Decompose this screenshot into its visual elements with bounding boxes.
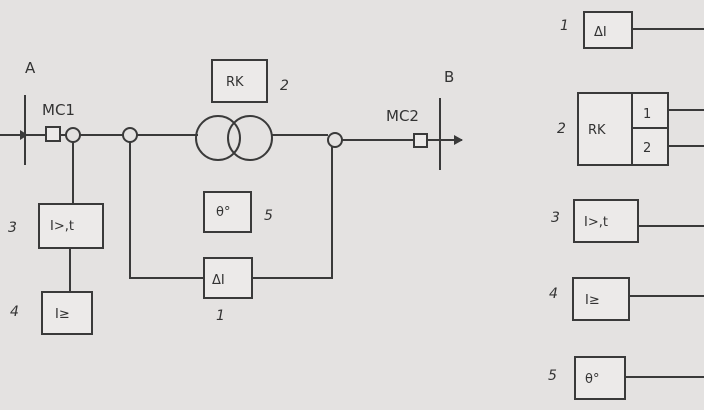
legend-device-3: I>,t: [584, 215, 608, 230]
power-transformer-secondary: [227, 115, 273, 161]
legend-number-4: 4: [549, 286, 558, 302]
thermal-relay-label: θ°: [216, 205, 230, 220]
arrow-icon: [454, 135, 463, 145]
legend-box-thermal: [574, 356, 626, 400]
differential-wire-right: [252, 147, 333, 279]
breaker-mc2: [413, 133, 428, 148]
rk-relay-box: [211, 59, 268, 103]
device-legend: 1 ΔI 2 RK 1 2 3 I>,t 4 I≥ 5 θ°: [548, 11, 704, 400]
legend-box-differential: [583, 11, 633, 49]
arrow-icon: [20, 130, 28, 140]
overcurrent-relay-box: [41, 291, 93, 335]
breaker-mc1: [45, 126, 61, 142]
bus-b-label: B: [444, 68, 454, 86]
device-number-3: 3: [8, 220, 17, 236]
breaker-mc1-label: MC1: [42, 101, 75, 119]
legend-device-2: RK: [588, 123, 606, 138]
device-number-5: 5: [264, 208, 273, 224]
power-transformer-primary: [195, 115, 241, 161]
overcurrent-time-relay-box: [38, 203, 104, 249]
differential-relay-label: ΔI: [212, 273, 225, 288]
thermal-relay-box: [203, 191, 252, 233]
legend-number-3: 3: [551, 210, 560, 226]
legend-device-5: θ°: [585, 372, 599, 387]
breaker-mc2-label: MC2: [386, 107, 419, 125]
device-number-2: 2: [280, 78, 289, 94]
device-number-4: 4: [10, 304, 19, 320]
legend-number-2: 2: [557, 121, 566, 137]
legend-box-overcurrent-time: [573, 199, 639, 243]
legend-device-4: I≥: [585, 293, 600, 308]
legend-rk-output-1: 1: [643, 107, 651, 122]
differential-relay-box: [203, 257, 253, 299]
legend-rk-output-2: 2: [643, 141, 651, 156]
legend-number-5: 5: [548, 368, 557, 384]
rk-relay-label: RK: [226, 75, 244, 90]
differential-wire-left: [129, 142, 204, 279]
bus-a-label: A: [25, 59, 36, 77]
overcurrent-relay-label: I≥: [55, 307, 70, 322]
legend-device-1: ΔI: [594, 25, 607, 40]
legend-box-overcurrent: [572, 277, 630, 321]
legend-number-1: 1: [560, 18, 569, 34]
single-line-diagram: A MC1 MC2 B RK 2 θ°: [0, 59, 463, 335]
device-number-1: 1: [216, 308, 225, 324]
overcurrent-time-relay-label: I>,t: [50, 219, 74, 234]
